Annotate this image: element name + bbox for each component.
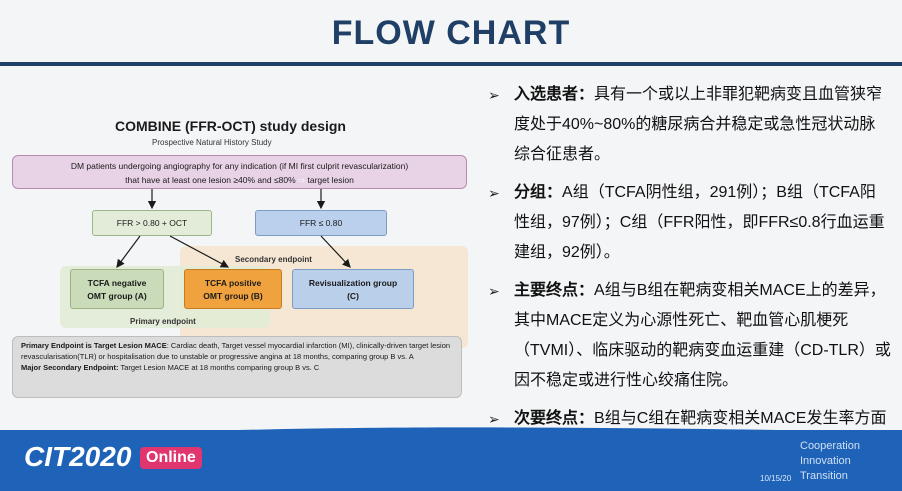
bullet-heading: 主要终点： xyxy=(514,282,595,299)
group-b-line-2: OMT group (B) xyxy=(203,291,263,301)
primary-endpoint-heading: Primary Endpoint is Target Lesion MACE xyxy=(21,341,167,350)
primary-endpoint-label: Primary endpoint xyxy=(130,317,196,326)
bullet-text: A组（TCFA阴性组，291例）；B组（TCFA阳性组，97例）；C组（FFR阳… xyxy=(514,184,885,261)
arrow-to-group-c xyxy=(320,235,351,268)
ffr-oct-box: FFR > 0.80 + OCT xyxy=(92,210,212,236)
flow-arrows xyxy=(116,189,351,268)
bullet-text: 具有一个或以上非罪犯靶病变且血管狭窄度处于40%~80%的糖尿病合并稳定或急性冠… xyxy=(514,86,883,163)
population-line-1: DM patients undergoing angiography for a… xyxy=(70,161,409,171)
group-a-box: TCFA negative OMT group (A) xyxy=(70,269,164,309)
secondary-endpoint-label: Secondary endpoint xyxy=(235,255,312,264)
title-divider xyxy=(0,62,902,66)
motto-line-3: Transition xyxy=(800,470,848,482)
population-target: target lesion xyxy=(307,175,354,185)
bullet-grouping: ➢ 分组：A组（TCFA阴性组，291例）；B组（TCFA阳性组，97例）；C组… xyxy=(486,178,891,268)
secondary-endpoint-text: Major Secondary Endpoint: Target Lesion … xyxy=(21,362,453,373)
study-design-diagram: COMBINE (FFR-OCT) study design Prospecti… xyxy=(0,70,480,420)
group-c-box: Revisualization group (C) xyxy=(292,269,414,309)
primary-endpoint-description: : Cardiac death, Target vessel myocardia… xyxy=(21,341,451,361)
slide-title: FLOW CHART xyxy=(331,14,571,52)
population-box: DM patients undergoing angiography for a… xyxy=(12,155,467,189)
endpoints-box: Primary Endpoint is Target Lesion MACE: … xyxy=(12,336,462,398)
secondary-endpoint-heading: Major Secondary Endpoint: xyxy=(21,363,119,372)
arrow-to-group-a xyxy=(116,235,141,268)
bullet-arrow-icon: ➢ xyxy=(488,185,500,201)
group-a-line-2: OMT group (A) xyxy=(87,291,147,301)
slide-date: 10/15/20 xyxy=(760,474,792,483)
online-badge: Online xyxy=(140,447,202,469)
bullet-arrow-icon: ➢ xyxy=(488,87,500,103)
bullet-enrollment: ➢ 入选患者：具有一个或以上非罪犯靶病变且血管狭窄度处于40%~80%的糖尿病合… xyxy=(486,80,891,170)
group-b-line-1: TCFA positive xyxy=(204,278,262,288)
bullet-arrow-icon: ➢ xyxy=(488,411,500,427)
population-criteria: that have at least one lesion ≥40% and ≤… xyxy=(125,175,296,185)
bullet-heading: 分组： xyxy=(514,184,563,201)
summary-bullets: ➢ 入选患者：具有一个或以上非罪犯靶病变且血管狭窄度处于40%~80%的糖尿病合… xyxy=(486,80,891,472)
group-b-box: TCFA positive OMT group (B) xyxy=(184,269,282,309)
motto-line-2: Innovation xyxy=(800,455,851,467)
ffr-low-box: FFR ≤ 0.80 xyxy=(255,210,387,236)
diagram-subtitle: Prospective Natural History Study xyxy=(152,138,272,147)
group-c-line-1: Revisualization group xyxy=(308,278,398,288)
right-arrow-icon: ⇨ xyxy=(298,175,306,185)
footer-motto: Cooperation Innovation Transition xyxy=(800,439,860,484)
population-line-2: that have at least one lesion ≥40% and ≤… xyxy=(13,173,466,187)
bullet-heading: 次要终点： xyxy=(514,410,595,427)
cit-logo: CIT2020 xyxy=(24,441,132,472)
primary-endpoint-text: Primary Endpoint is Target Lesion MACE: … xyxy=(21,340,453,362)
group-c-line-2: (C) xyxy=(347,291,359,301)
arrow-to-group-b xyxy=(169,235,230,268)
bullet-primary-endpoint: ➢ 主要终点：A组与B组在靶病变相关MACE上的差异，其中MACE定义为心源性死… xyxy=(486,276,891,396)
motto-line-1: Cooperation xyxy=(800,440,860,452)
group-a-line-1: TCFA negative xyxy=(87,278,147,288)
secondary-endpoint-description: Target Lesion MACE at 18 months comparin… xyxy=(118,363,320,372)
bullet-heading: 入选患者： xyxy=(514,86,595,103)
bullet-arrow-icon: ➢ xyxy=(488,283,500,299)
diagram-title: COMBINE (FFR-OCT) study design xyxy=(115,118,346,134)
bullet-text: A组与B组在靶病变相关MACE上的差异，其中MACE定义为心源性死亡、靶血管心肌… xyxy=(514,282,891,389)
